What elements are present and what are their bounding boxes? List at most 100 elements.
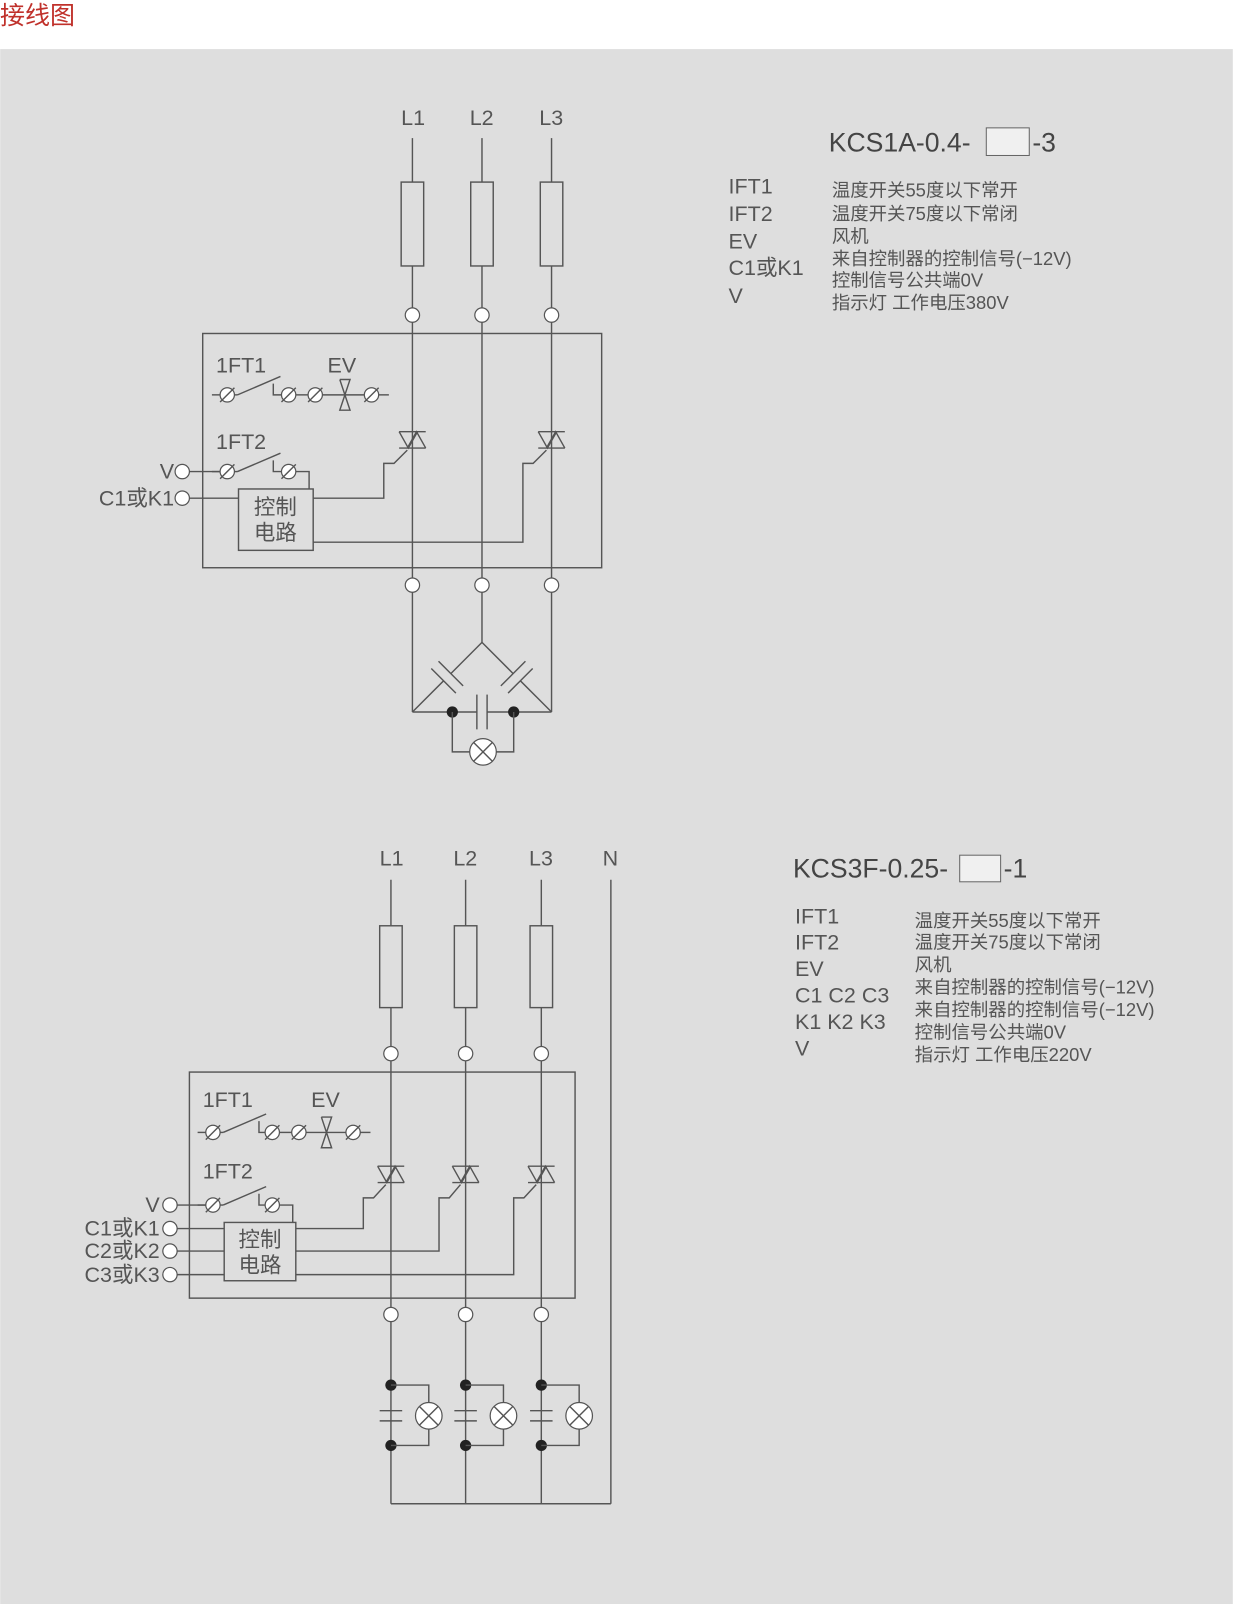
legend-desc: 指示灯 工作电压380V bbox=[832, 292, 1010, 313]
wire bbox=[519, 680, 553, 713]
terminal-icon bbox=[533, 1306, 550, 1323]
legend-desc: 指示灯 工作电压220V bbox=[915, 1044, 1093, 1065]
thyristor-icon bbox=[535, 1164, 556, 1183]
model-blank-box bbox=[985, 127, 1030, 157]
legend-desc: 来自控制器的控制信号(−12V) bbox=[915, 976, 1155, 997]
page-title: 接线图 bbox=[0, 1, 76, 30]
gate-wire bbox=[313, 449, 408, 499]
terminal-icon bbox=[457, 1045, 474, 1062]
screw-terminal-icon bbox=[280, 387, 297, 403]
legend-desc: 控制信号公共端0V bbox=[832, 269, 984, 290]
fan-label: EV bbox=[311, 1088, 340, 1112]
terminal-icon bbox=[383, 1306, 399, 1323]
screw-terminal-icon bbox=[264, 1197, 280, 1213]
input-label: C3或K3 bbox=[85, 1263, 160, 1287]
wire bbox=[411, 680, 445, 713]
legend-key: C1或K1 bbox=[729, 256, 804, 280]
terminal-icon bbox=[533, 1045, 550, 1062]
input-label: C1或K1 bbox=[99, 486, 174, 510]
fan-icon bbox=[320, 1116, 333, 1149]
thyristor-icon bbox=[377, 1165, 397, 1185]
model-blank-box bbox=[959, 854, 1002, 883]
screw-terminal-icon bbox=[291, 1124, 307, 1141]
model-prefix: KCS3F-0.25- bbox=[793, 854, 948, 884]
model-prefix: KCS1A-0.4- bbox=[829, 127, 971, 157]
input-terminal-icon bbox=[174, 490, 191, 506]
switch-label: 1FT1 bbox=[203, 1088, 253, 1112]
switch-contact-icon bbox=[272, 383, 282, 396]
phase-label: L2 bbox=[470, 106, 494, 130]
thyristor-icon bbox=[527, 1165, 548, 1185]
legend-key: EV bbox=[795, 957, 824, 981]
phase-label: L2 bbox=[453, 846, 477, 870]
wire bbox=[295, 470, 310, 489]
legend-key: K1 K2 K3 bbox=[795, 1010, 886, 1034]
legend-key: V bbox=[729, 284, 744, 308]
wire bbox=[465, 1429, 505, 1447]
terminal-icon bbox=[474, 307, 490, 323]
switch-contact-icon bbox=[237, 452, 281, 473]
input-label: V bbox=[160, 460, 175, 484]
input-label: C1或K1 bbox=[85, 1217, 160, 1241]
switch-contact-icon bbox=[258, 1193, 266, 1206]
thyristor-icon bbox=[451, 1165, 472, 1185]
phase-label: L1 bbox=[401, 106, 425, 130]
wire bbox=[465, 1384, 505, 1403]
gate-wire bbox=[313, 449, 547, 543]
wire bbox=[496, 711, 515, 753]
terminal-icon bbox=[474, 577, 490, 593]
lamp-icon bbox=[493, 1406, 514, 1426]
phase-label: L1 bbox=[380, 846, 404, 870]
input-terminal-icon bbox=[162, 1266, 178, 1283]
thyristor-icon bbox=[537, 431, 558, 450]
wire bbox=[390, 1384, 430, 1403]
phase-label: L3 bbox=[529, 846, 553, 870]
lamp-icon bbox=[569, 1406, 589, 1426]
legend-key: EV bbox=[729, 230, 758, 254]
wire bbox=[451, 711, 470, 753]
switch-contact-icon bbox=[222, 1113, 267, 1134]
switch-label: 1FT2 bbox=[203, 1159, 253, 1183]
terminal-icon bbox=[404, 307, 421, 323]
legend-key: V bbox=[795, 1037, 810, 1061]
switch-contact-icon bbox=[258, 1121, 266, 1134]
lamp-icon bbox=[419, 1406, 439, 1426]
control-box-label: 控制 bbox=[239, 1228, 282, 1252]
terminal-icon bbox=[543, 307, 560, 323]
screw-terminal-icon bbox=[264, 1124, 280, 1141]
switch-label: 1FT1 bbox=[216, 353, 266, 377]
input-terminal-icon bbox=[162, 1243, 178, 1259]
capacitor-icon bbox=[507, 668, 534, 694]
control-circuit-box bbox=[237, 488, 314, 552]
screw-terminal-icon bbox=[205, 1124, 221, 1141]
wire bbox=[541, 1384, 580, 1403]
screw-terminal-icon bbox=[280, 463, 297, 480]
screw-terminal-icon bbox=[219, 463, 235, 480]
phase-label: N bbox=[603, 846, 619, 870]
thyristor-icon bbox=[545, 430, 566, 449]
lamp-icon bbox=[473, 742, 493, 762]
header: 接线图 bbox=[0, 0, 1233, 49]
legend-desc: 温度开关55度以下常开 bbox=[832, 179, 1018, 200]
thyristor-icon bbox=[459, 1164, 480, 1183]
wire bbox=[541, 1429, 580, 1447]
legend-key: IFT1 bbox=[729, 174, 773, 198]
switch-contact-icon bbox=[272, 460, 282, 473]
wire bbox=[481, 641, 514, 675]
module-enclosure bbox=[188, 1071, 576, 1299]
screw-terminal-icon bbox=[345, 1124, 361, 1141]
screw-terminal-icon bbox=[219, 387, 235, 403]
control-box-label: 电路 bbox=[254, 521, 297, 545]
legend-desc: 温度开关75度以下常闭 bbox=[832, 203, 1018, 224]
wire bbox=[390, 1429, 430, 1447]
legend-desc: 控制信号公共端0V bbox=[915, 1021, 1067, 1042]
control-box-label: 控制 bbox=[254, 496, 297, 520]
gate-wire bbox=[295, 1184, 387, 1230]
capacitor-icon bbox=[438, 660, 464, 687]
switch-label: 1FT2 bbox=[216, 430, 266, 454]
input-label: V bbox=[145, 1193, 160, 1217]
screw-terminal-icon bbox=[307, 387, 323, 403]
switch-contact-icon bbox=[237, 375, 281, 396]
legend-desc: 风机 bbox=[915, 954, 952, 975]
